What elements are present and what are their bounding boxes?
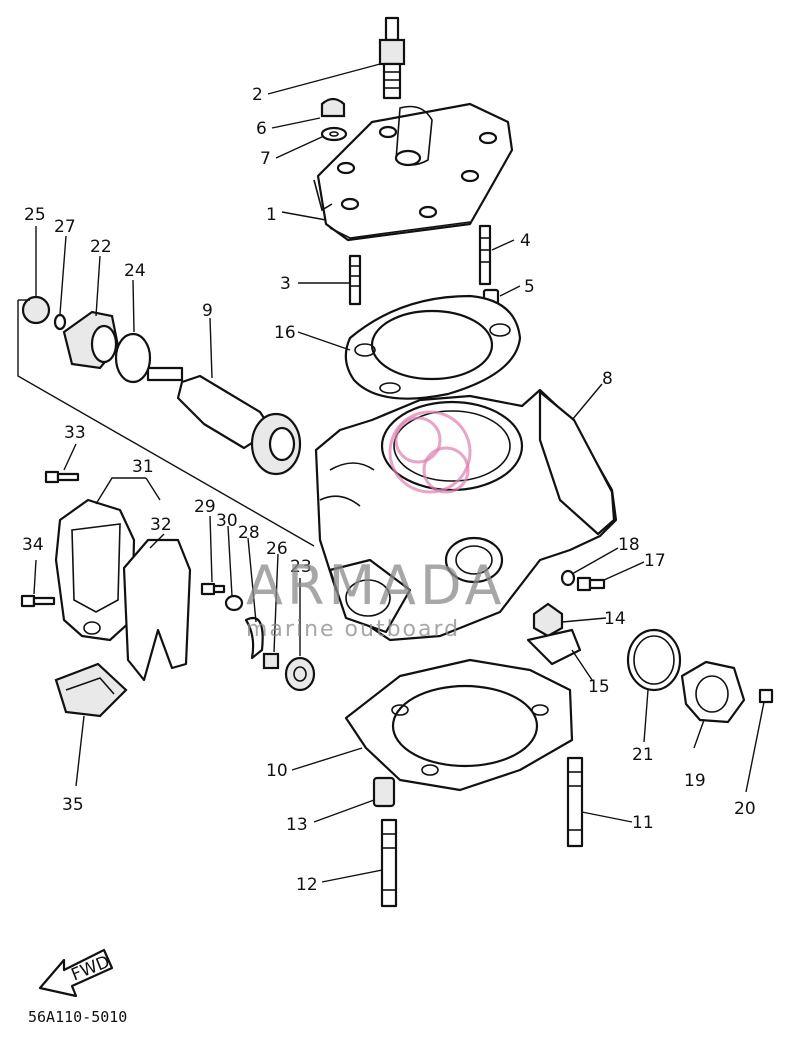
callout-10: 10 [266, 761, 288, 781]
circlip [53, 313, 67, 331]
washer [320, 126, 348, 142]
callout-4: 4 [520, 231, 531, 251]
callout-24: 24 [124, 261, 146, 281]
nut-small [262, 652, 280, 670]
callout-34: 34 [22, 535, 44, 555]
callout-23: 23 [290, 557, 312, 577]
callout-20: 20 [734, 799, 756, 819]
callout-12: 12 [296, 875, 318, 895]
flange-bolt [576, 576, 606, 592]
callout-35: 35 [62, 795, 84, 815]
callout-16: 16 [274, 323, 296, 343]
callout-2: 2 [252, 85, 263, 105]
callout-27: 27 [54, 217, 76, 237]
oil-seal [284, 656, 316, 692]
callout-25: 25 [24, 205, 46, 225]
callout-8: 8 [602, 369, 613, 389]
valve-cover-gasket [122, 538, 192, 682]
exhaust-valve-assembly [146, 366, 302, 476]
callout-14: 14 [604, 609, 626, 629]
bolt-cover-top [44, 470, 80, 484]
callout-29: 29 [194, 497, 216, 517]
bolt-cover-side [20, 594, 56, 608]
cylinder-head [313, 102, 514, 242]
callout-30: 30 [216, 511, 238, 531]
stud-bolt-head [478, 224, 492, 286]
callout-15: 15 [588, 677, 610, 697]
watermark-logo-ring [388, 410, 472, 494]
callout-22: 22 [90, 237, 112, 257]
spark-plug [378, 16, 406, 100]
lock-plate [526, 628, 582, 666]
callout-26: 26 [266, 539, 288, 559]
callout-1: 1 [266, 205, 277, 225]
callout-19: 19 [684, 771, 706, 791]
cap-nut [320, 97, 346, 118]
callout-7: 7 [260, 149, 271, 169]
watermark-subtitle: marine outboard [246, 617, 460, 642]
valve-cover [54, 498, 136, 642]
callout-32: 32 [150, 515, 172, 535]
fwd-arrow: FWD [38, 948, 114, 998]
bolt-small [200, 582, 226, 596]
washer-small [224, 594, 244, 612]
base-gasket [344, 658, 574, 792]
water-cover [680, 660, 746, 724]
callout-33: 33 [64, 423, 86, 443]
cover-gasket [626, 628, 682, 692]
head-gasket [344, 294, 522, 400]
callout-11: 11 [632, 813, 654, 833]
plain-washer [560, 569, 576, 587]
flange-nut [532, 602, 564, 638]
callout-13: 13 [286, 815, 308, 835]
callout-labels: 1 2 3 4 5 6 7 8 9 10 11 12 13 14 15 16 1… [22, 85, 756, 895]
callout-6: 6 [256, 119, 267, 139]
fwd-label: FWD [68, 952, 112, 985]
cover-bolt [758, 688, 774, 704]
callout-21: 21 [632, 745, 654, 765]
callout-28: 28 [238, 523, 260, 543]
callout-18: 18 [618, 535, 640, 555]
callout-9: 9 [202, 301, 213, 321]
hose-clip [54, 662, 128, 718]
stud-bolt-short [348, 254, 362, 306]
plug-cap [21, 295, 51, 325]
watermark: ARMADA marine outboard [246, 410, 506, 642]
callout-5: 5 [524, 277, 535, 297]
stud-bolt-long [380, 818, 398, 908]
watermark-title: ARMADA [246, 554, 506, 617]
callout-17: 17 [644, 551, 666, 571]
o-ring [114, 332, 152, 384]
group-bracket-line [17, 300, 315, 547]
valve-seal-cap [62, 310, 120, 370]
dowel-base [372, 776, 396, 808]
diagram-code: 56A110-5010 [28, 1008, 127, 1026]
callout-31: 31 [132, 457, 154, 477]
callout-3: 3 [280, 274, 291, 294]
leader-lines [33, 63, 765, 883]
stud-bolt-base [566, 756, 584, 848]
